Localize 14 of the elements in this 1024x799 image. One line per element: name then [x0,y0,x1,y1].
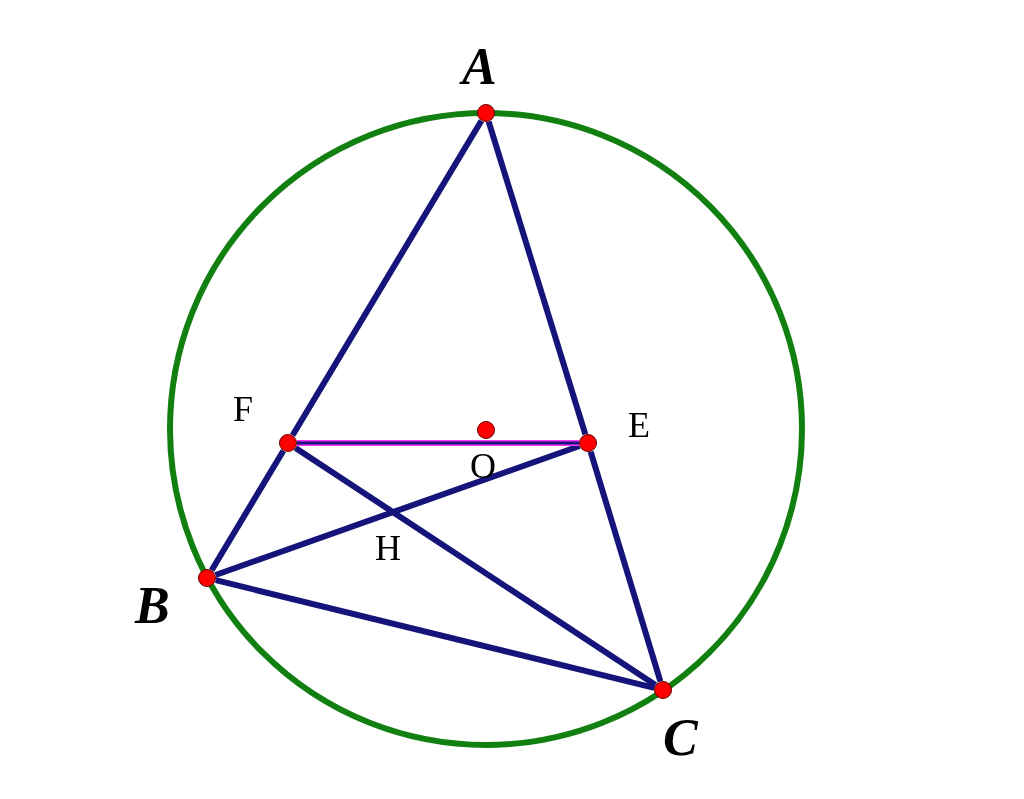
line-segment [485,120,589,436]
point-label: B [135,580,170,632]
point-label: C [663,712,698,764]
line-segment [290,119,484,437]
line-segment [209,449,286,572]
point-label: E [628,407,650,443]
line-segment [215,577,655,691]
line-segment [293,445,658,688]
point-label: O [470,448,496,484]
line-segment [297,440,579,446]
line-segment [214,443,581,578]
point-label: H [375,530,401,566]
line-segment [587,450,664,683]
point-label: F [233,391,254,427]
